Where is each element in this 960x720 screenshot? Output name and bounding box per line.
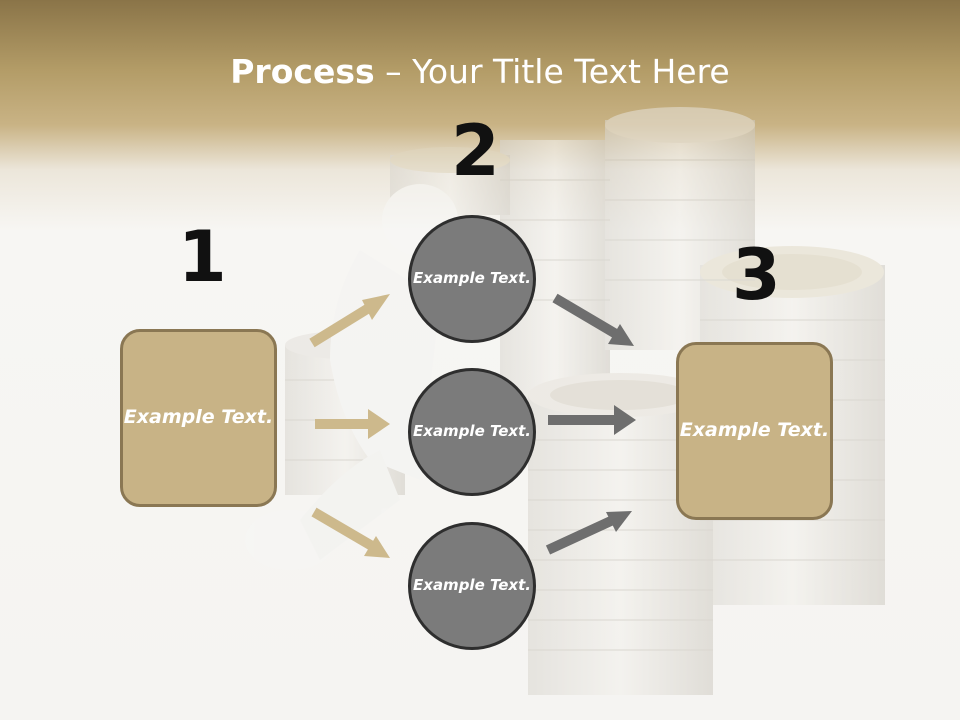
step-3-text: Example Text. bbox=[679, 419, 830, 442]
step-3-number: 3 bbox=[732, 234, 781, 316]
title-rest: Your Title Text Here bbox=[412, 52, 730, 91]
tan-arrow-right bbox=[315, 409, 390, 439]
gray-arrow-up bbox=[545, 511, 632, 555]
title-dash: – bbox=[374, 52, 413, 91]
step-2-circle-bottom: Example Text. bbox=[408, 522, 536, 650]
title-bold: Process bbox=[230, 52, 375, 91]
tan-arrow-up bbox=[309, 294, 390, 348]
step-2-circle-bottom-text: Example Text. bbox=[413, 576, 531, 595]
gray-arrow-right bbox=[548, 405, 636, 435]
gray-arrow-down bbox=[552, 293, 634, 346]
step-2-circle-top: Example Text. bbox=[408, 215, 536, 343]
step-2-circle-middle: Example Text. bbox=[408, 368, 536, 496]
step-2-circle-middle-text: Example Text. bbox=[413, 422, 531, 441]
step-3-box: Example Text. bbox=[676, 342, 833, 520]
step-2-circle-top-text: Example Text. bbox=[413, 269, 531, 288]
step-1-number: 1 bbox=[178, 216, 227, 298]
step-1-box: Example Text. bbox=[120, 329, 277, 507]
tan-arrow-down bbox=[311, 507, 390, 558]
step-1-text: Example Text. bbox=[123, 406, 274, 429]
step-2-number: 2 bbox=[451, 110, 500, 192]
slide-title: Process – Your Title Text Here bbox=[0, 52, 960, 91]
